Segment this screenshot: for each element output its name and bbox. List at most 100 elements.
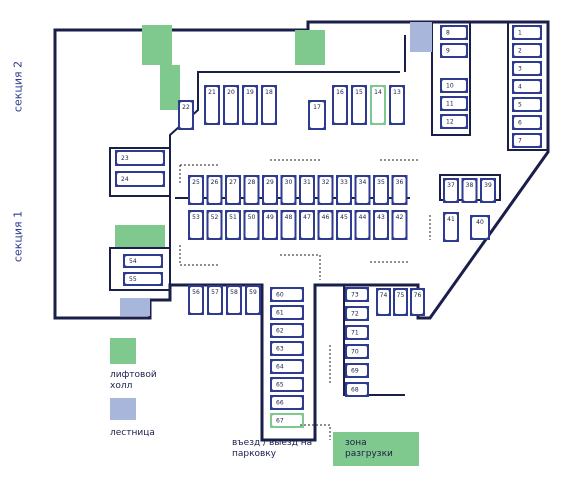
parking-spot-7[interactable]: 7 xyxy=(512,133,542,148)
parking-spot-66[interactable]: 66 xyxy=(270,395,304,410)
parking-spot-10[interactable]: 10 xyxy=(440,78,468,93)
parking-spot-52[interactable]: 52 xyxy=(206,210,223,240)
spot-number: 16 xyxy=(336,89,344,96)
spot-number: 39 xyxy=(484,182,492,189)
parking-spot-73[interactable]: 73 xyxy=(345,287,369,302)
parking-spot-1[interactable]: 1 xyxy=(512,25,542,40)
parking-spot-19[interactable]: 19 xyxy=(242,85,258,125)
parking-spot-17[interactable]: 17 xyxy=(308,100,326,130)
section-label-2: секция 2 xyxy=(11,60,25,113)
parking-spot-39[interactable]: 39 xyxy=(480,178,496,203)
spot-number: 12 xyxy=(446,119,454,126)
car-icon xyxy=(463,180,476,201)
parking-spot-29[interactable]: 29 xyxy=(262,175,278,205)
car-icon xyxy=(445,180,457,201)
parking-spot-60[interactable]: 60 xyxy=(270,287,304,302)
parking-spot-28[interactable]: 28 xyxy=(243,175,260,205)
parking-spot-9[interactable]: 9 xyxy=(440,43,468,58)
parking-spot-31[interactable]: 31 xyxy=(299,175,315,205)
parking-spot-18[interactable]: 18 xyxy=(261,85,277,125)
parking-spot-69[interactable]: 69 xyxy=(345,363,369,378)
car-icon xyxy=(393,177,406,203)
parking-spot-57[interactable]: 57 xyxy=(207,285,223,315)
spot-number: 51 xyxy=(229,214,237,221)
car-icon xyxy=(372,87,384,123)
car-icon xyxy=(244,87,256,123)
parking-spot-36[interactable]: 36 xyxy=(391,175,408,205)
parking-spot-50[interactable]: 50 xyxy=(243,210,260,240)
parking-spot-3[interactable]: 3 xyxy=(512,61,542,76)
parking-spot-64[interactable]: 64 xyxy=(270,359,304,374)
car-icon xyxy=(117,152,163,164)
unloading-label: зона разгрузки xyxy=(345,438,393,459)
parking-spot-21[interactable]: 21 xyxy=(204,85,220,125)
parking-spot-15[interactable]: 15 xyxy=(351,85,367,125)
parking-spot-54[interactable]: 54 xyxy=(123,254,163,268)
parking-spot-11[interactable]: 11 xyxy=(440,96,468,111)
parking-spot-63[interactable]: 63 xyxy=(270,341,304,356)
parking-spot-2[interactable]: 2 xyxy=(512,43,542,58)
parking-spot-8[interactable]: 8 xyxy=(440,25,468,40)
parking-spot-32[interactable]: 32 xyxy=(317,175,334,205)
parking-spot-20[interactable]: 20 xyxy=(223,85,239,125)
parking-spot-25[interactable]: 25 xyxy=(188,175,204,205)
parking-spot-45[interactable]: 45 xyxy=(336,210,352,240)
parking-spot-34[interactable]: 34 xyxy=(354,175,371,205)
parking-spot-24[interactable]: 24 xyxy=(115,171,165,187)
parking-spot-67[interactable]: 67 xyxy=(270,413,304,428)
parking-spot-26[interactable]: 26 xyxy=(206,175,223,205)
parking-spot-58[interactable]: 58 xyxy=(226,285,242,315)
parking-spot-74[interactable]: 74 xyxy=(376,288,391,316)
parking-spot-27[interactable]: 27 xyxy=(225,175,241,205)
parking-spot-56[interactable]: 56 xyxy=(188,285,204,315)
parking-spot-42[interactable]: 42 xyxy=(391,210,408,240)
car-icon xyxy=(334,87,346,123)
parking-spot-55[interactable]: 55 xyxy=(123,272,163,286)
parking-spot-43[interactable]: 43 xyxy=(373,210,389,240)
parking-spot-51[interactable]: 51 xyxy=(225,210,241,240)
parking-spot-49[interactable]: 49 xyxy=(262,210,278,240)
parking-spot-71[interactable]: 71 xyxy=(345,325,369,340)
parking-spot-70[interactable]: 70 xyxy=(345,344,369,359)
car-icon xyxy=(514,27,540,38)
parking-spot-14[interactable]: 14 xyxy=(370,85,386,125)
car-icon xyxy=(190,287,202,313)
spot-number: 8 xyxy=(446,30,450,37)
parking-spot-22[interactable]: 22 xyxy=(178,100,194,130)
parking-spot-6[interactable]: 6 xyxy=(512,115,542,130)
unloading-zone xyxy=(333,432,419,466)
parking-spot-76[interactable]: 76 xyxy=(410,288,425,316)
spot-number: 22 xyxy=(182,104,190,111)
parking-spot-37[interactable]: 37 xyxy=(443,178,459,203)
parking-spot-41[interactable]: 41 xyxy=(443,212,459,242)
parking-spot-72[interactable]: 72 xyxy=(345,306,369,321)
car-icon xyxy=(228,287,240,313)
parking-spot-62[interactable]: 62 xyxy=(270,323,304,338)
parking-spot-5[interactable]: 5 xyxy=(512,97,542,112)
parking-spot-68[interactable]: 68 xyxy=(345,382,369,397)
parking-spot-75[interactable]: 75 xyxy=(393,288,408,316)
parking-spot-4[interactable]: 4 xyxy=(512,79,542,94)
parking-spot-59[interactable]: 59 xyxy=(245,285,261,315)
parking-spot-53[interactable]: 53 xyxy=(188,210,204,240)
parking-spot-65[interactable]: 65 xyxy=(270,377,304,392)
parking-spot-44[interactable]: 44 xyxy=(354,210,371,240)
parking-spot-47[interactable]: 47 xyxy=(299,210,315,240)
parking-spot-23[interactable]: 23 xyxy=(115,150,165,166)
parking-spot-30[interactable]: 30 xyxy=(280,175,297,205)
parking-spot-48[interactable]: 48 xyxy=(280,210,297,240)
parking-spot-13[interactable]: 13 xyxy=(389,85,405,125)
parking-spot-38[interactable]: 38 xyxy=(461,178,478,203)
parking-spot-33[interactable]: 33 xyxy=(336,175,352,205)
parking-spot-40[interactable]: 40 xyxy=(470,215,490,240)
parking-spot-61[interactable]: 61 xyxy=(270,305,304,320)
parking-spot-12[interactable]: 12 xyxy=(440,114,468,129)
car-icon xyxy=(282,177,295,203)
parking-spot-16[interactable]: 16 xyxy=(332,85,348,125)
spot-number: 9 xyxy=(446,48,450,55)
parking-spot-35[interactable]: 35 xyxy=(373,175,389,205)
car-icon xyxy=(442,98,466,109)
spot-number: 5 xyxy=(518,102,522,109)
car-icon xyxy=(442,45,466,56)
parking-spot-46[interactable]: 46 xyxy=(317,210,334,240)
